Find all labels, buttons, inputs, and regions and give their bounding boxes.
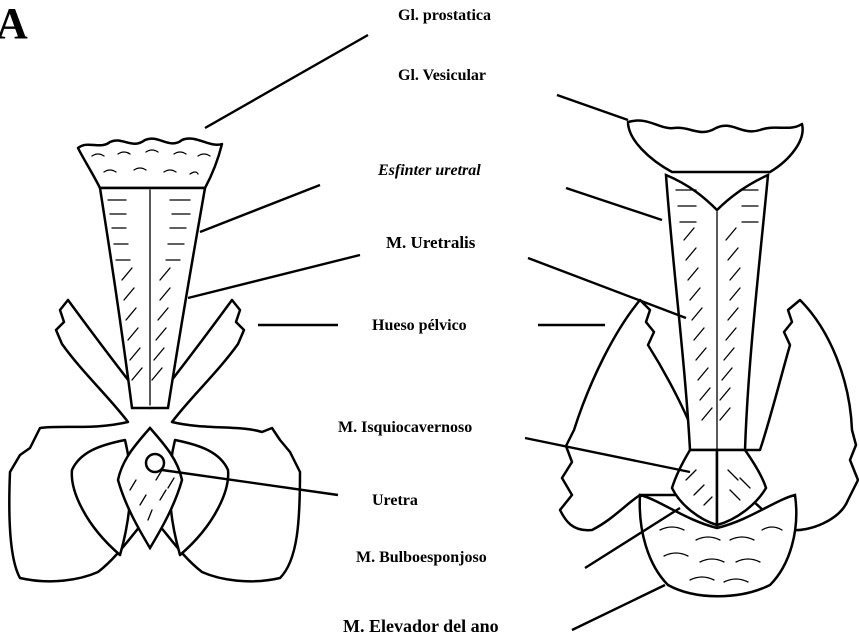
left-urethra-opening	[146, 454, 164, 472]
label-m-isquiocavernoso: M. Isquiocavernoso	[338, 419, 472, 436]
label-m-bulboesponjoso: M. Bulboesponjoso	[356, 549, 487, 566]
label-esfinter-uretral: Esfinter uretral	[377, 162, 481, 179]
label-gl-vesicular: Gl. Vesicular	[398, 67, 486, 84]
left-figure	[9, 138, 300, 581]
right-vesicular-gland	[628, 120, 803, 172]
left-prostate-gland	[78, 138, 222, 188]
label-hueso-pelvico: Hueso pélvico	[372, 317, 467, 334]
right-figure	[560, 120, 858, 596]
label-m-uretralis: M. Uretralis	[386, 233, 476, 252]
panel-letter: A	[0, 0, 28, 48]
label-uretra: Uretra	[372, 492, 418, 509]
label-m-elevador-del-ano: M. Elevador del ano	[343, 616, 499, 636]
labels: Gl. prostatica Gl. Vesicular Esfinter ur…	[338, 7, 499, 636]
label-gl-prostatica: Gl. prostatica	[398, 7, 491, 24]
